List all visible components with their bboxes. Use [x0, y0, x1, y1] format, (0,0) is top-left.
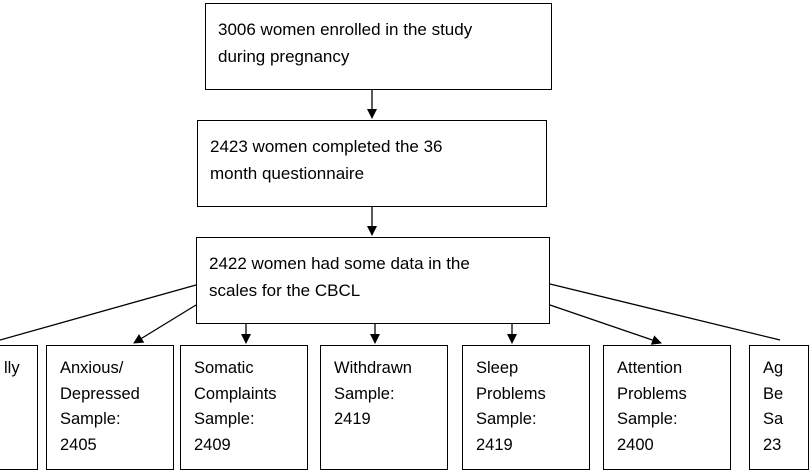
box-some-data-text: 2422 women had some data in the scales f…	[209, 254, 470, 300]
leaf-box-withdrawn: Withdrawn Sample: 2419	[320, 345, 448, 470]
leaf-text-attention-problems: Attention Problems Sample: 2400	[617, 359, 687, 454]
leaf-text-anxious-depressed: Anxious/ Depressed Sample: 2405	[60, 359, 140, 454]
leaf-box-somatic-complaints: Somatic Complaints Sample: 2409	[180, 345, 308, 470]
arrow-to-leaf-6	[549, 283, 781, 341]
leaf-box-attention-problems: Attention Problems Sample: 2400	[603, 345, 731, 470]
box-enrolled-text: 3006 women enrolled in the study during …	[218, 20, 473, 66]
leaf-text-sleep-problems: Sleep Problems Sample: 2419	[476, 359, 546, 454]
box-enrolled: 3006 women enrolled in the study during …	[205, 3, 552, 90]
arrow-to-leaf-1	[133, 304, 197, 344]
connector-arrows	[0, 90, 781, 345]
leaf-box-6: Ag Be Sa 23	[749, 345, 809, 470]
box-completed: 2423 women completed the 36 month questi…	[197, 120, 547, 207]
flowchart: 3006 women enrolled in the study during …	[0, 3, 809, 470]
leaf-text-withdrawn: Withdrawn Sample: 2419	[334, 359, 412, 428]
box-completed-text: 2423 women completed the 36 month questi…	[210, 137, 443, 183]
arrow-to-leaf-5	[549, 304, 662, 345]
box-some-data: 2422 women had some data in the scales f…	[196, 237, 550, 324]
leaf-box-0: lly	[0, 345, 38, 470]
leaf-text-0: lly	[4, 359, 20, 377]
leaf-text-somatic-complaints: Somatic Complaints Sample: 2409	[194, 359, 277, 454]
leaf-text-6: Ag Be Sa 23	[763, 359, 784, 454]
leaf-box-sleep-problems: Sleep Problems Sample: 2419	[462, 345, 590, 470]
leaf-box-anxious-depressed: Anxious/ Depressed Sample: 2405	[46, 345, 174, 470]
arrow-to-leaf-0	[0, 284, 197, 341]
